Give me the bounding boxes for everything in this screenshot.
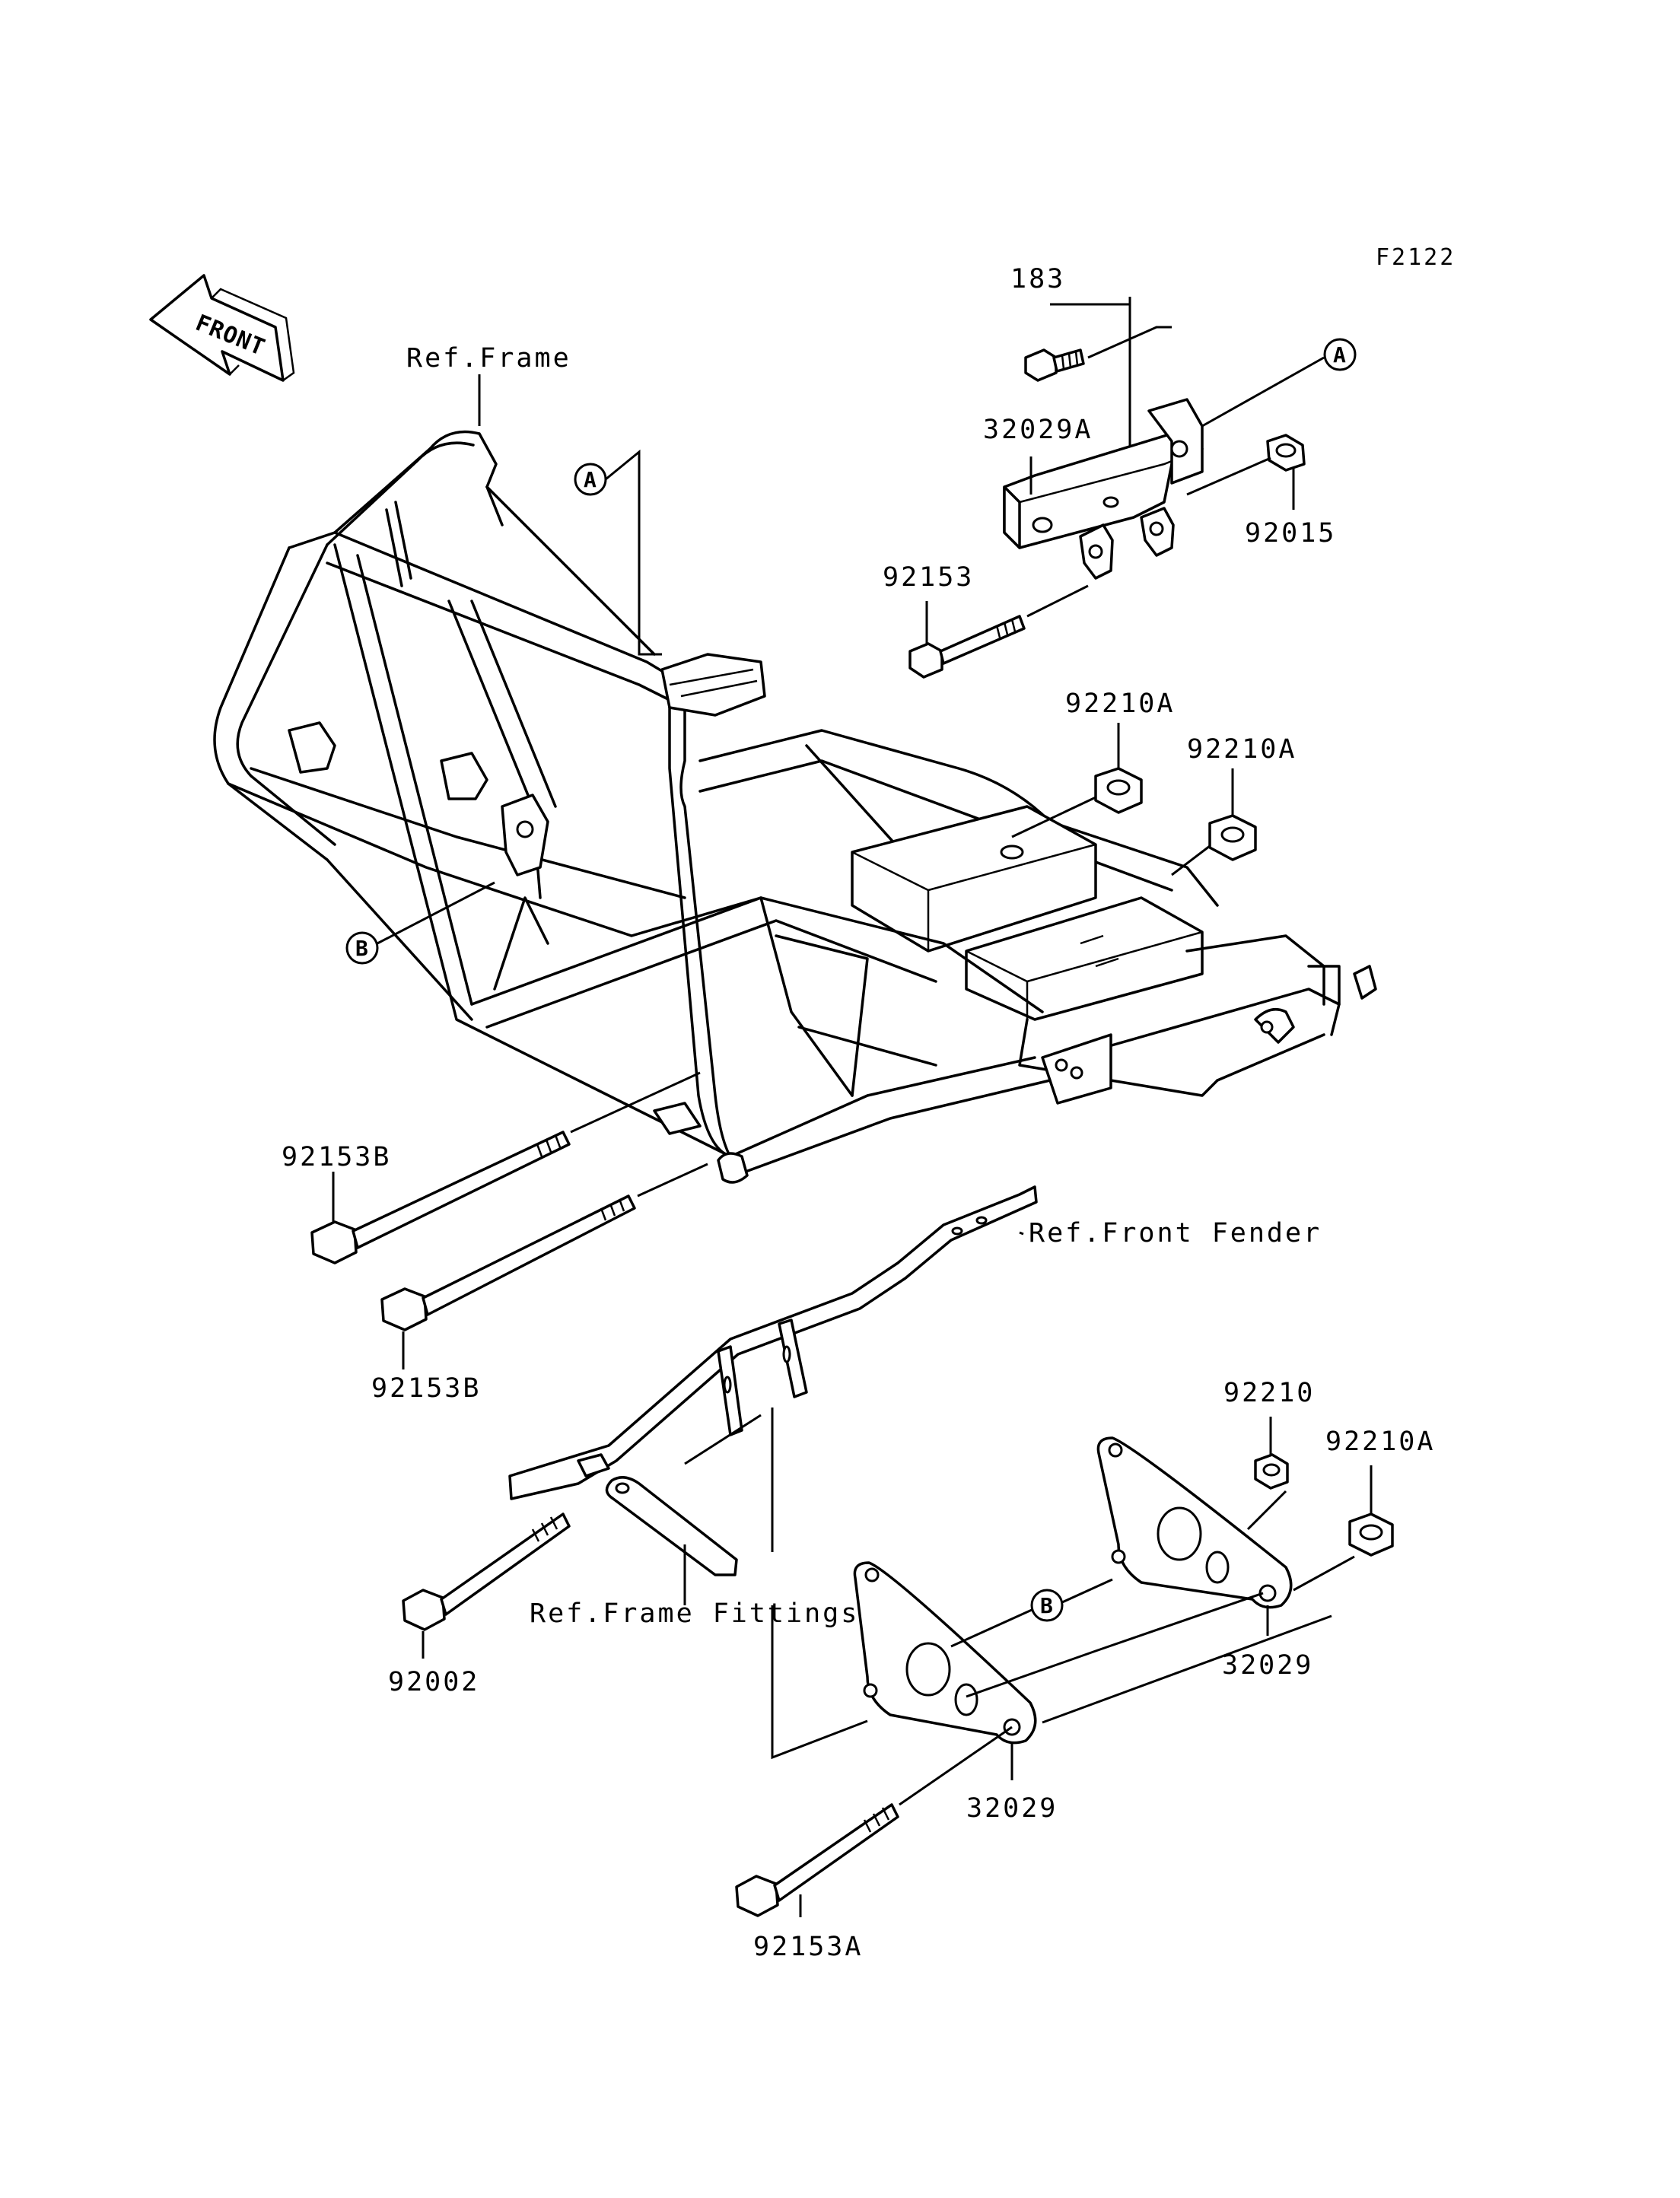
frame-fitting-plate [605, 1476, 738, 1576]
part-183-label: 183 [1010, 264, 1065, 294]
part-32029-label-1: 32029 [1222, 1650, 1313, 1681]
part-92153B-label-1: 92153B [282, 1142, 391, 1172]
nut-92015 [1266, 434, 1306, 472]
bolt-92153B-2 [380, 1194, 636, 1331]
bolt-92153 [908, 615, 1026, 679]
bolt-92153A [735, 1803, 899, 1917]
bracket-32029A [1003, 398, 1204, 580]
callout-b-right: B [1030, 1589, 1064, 1622]
figure-code: F2122 [1376, 244, 1456, 271]
main-frame [213, 430, 1377, 1184]
ref-frame-label: Ref.Frame [406, 343, 571, 374]
part-32029-label-2: 32029 [966, 1793, 1058, 1824]
nut-92210A-3 [1348, 1513, 1394, 1557]
plate-32029-upper [1096, 1436, 1293, 1609]
ref-frame-fittings-label: Ref.Frame Fittings [530, 1598, 859, 1629]
ref-front-fender-label: Ref.Front Fender [1029, 1218, 1322, 1249]
bolt-92002 [402, 1513, 571, 1631]
svg-text:B: B [355, 936, 368, 961]
nut-92210A-1 [1094, 767, 1143, 814]
callout-b-left: B [345, 931, 379, 965]
part-92002-label: 92002 [388, 1667, 479, 1697]
callout-a-mid: A [574, 463, 607, 496]
svg-text:B: B [1040, 1593, 1053, 1618]
nut-92210A-2 [1208, 814, 1257, 861]
part-92153-label: 92153 [883, 562, 974, 593]
part-92210A-label-3: 92210A [1325, 1427, 1435, 1457]
front-fender-bracket [508, 1185, 1038, 1500]
bolt-92153B-1 [310, 1131, 571, 1264]
bolt-183 [1024, 348, 1085, 382]
front-arrow-icon: FRONT [149, 274, 295, 382]
part-92153A-label: 92153A [753, 1932, 863, 1962]
svg-text:A: A [1333, 342, 1346, 367]
part-92210A-label-2: 92210A [1187, 734, 1297, 765]
callout-a-top: A [1323, 338, 1357, 371]
part-92210-label: 92210 [1223, 1378, 1315, 1408]
part-92153B-label-2: 92153B [371, 1373, 481, 1404]
part-92015-label: 92015 [1245, 518, 1336, 549]
nut-92210 [1254, 1453, 1289, 1490]
plate-32029-lower [853, 1561, 1037, 1745]
part-92210A-label-1: 92210A [1065, 689, 1175, 719]
part-32029A-label: 32029A [983, 415, 1093, 445]
svg-text:A: A [584, 467, 597, 492]
